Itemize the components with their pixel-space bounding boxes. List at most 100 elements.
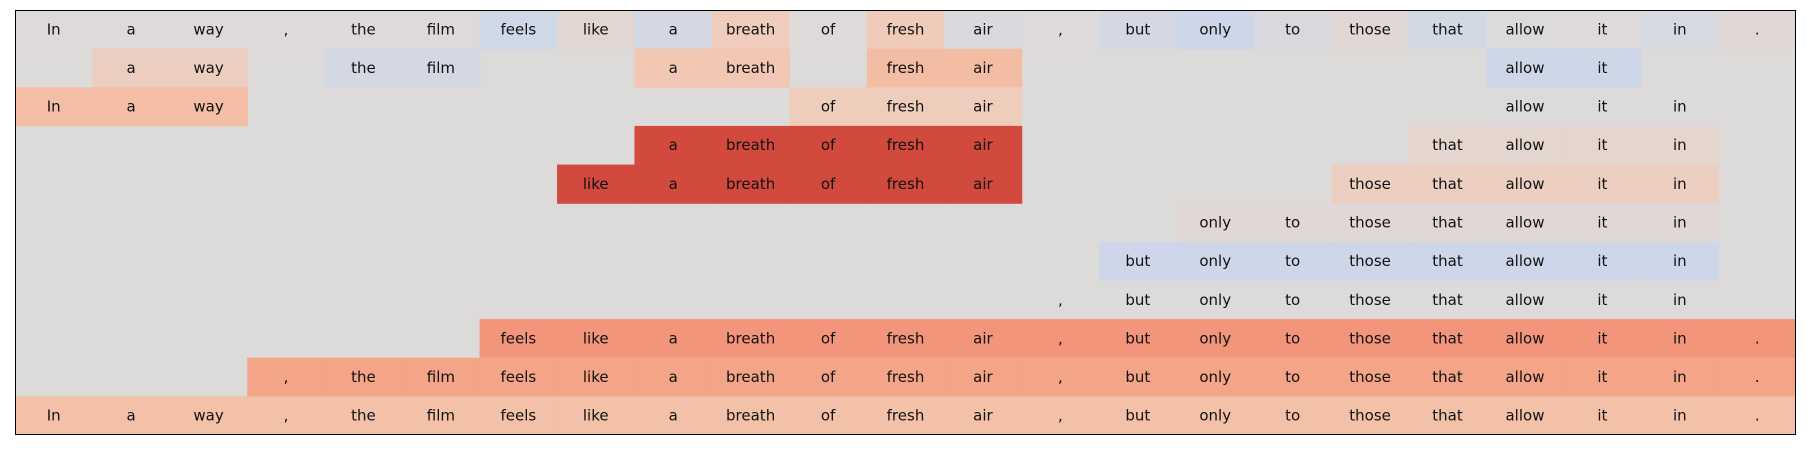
token-label: that <box>1432 252 1463 270</box>
token-label: air <box>973 136 993 154</box>
cell-background <box>402 48 481 88</box>
token-label: to <box>1285 407 1300 425</box>
token-label: film <box>427 407 455 425</box>
token-label: those <box>1349 407 1391 425</box>
cell-background <box>15 10 94 50</box>
cell-background <box>1718 396 1796 435</box>
token-label: it <box>1597 98 1607 116</box>
cell-background <box>92 396 171 435</box>
cell-background <box>557 319 636 359</box>
cell-background <box>1408 396 1487 435</box>
cell-background <box>1408 164 1487 204</box>
cell-background <box>1641 203 1720 243</box>
token-label: those <box>1349 20 1391 38</box>
cell-background <box>1718 319 1796 359</box>
cell-background <box>1718 357 1796 397</box>
cell-background <box>557 357 636 397</box>
cell-background <box>1253 280 1332 320</box>
token-label: the <box>351 407 376 425</box>
cell-background <box>402 396 481 435</box>
token-label: breath <box>726 368 775 386</box>
token-label: In <box>47 20 61 38</box>
cell-background <box>557 396 636 435</box>
token-label: that <box>1432 136 1463 154</box>
cell-background <box>1486 319 1565 359</box>
cell-background <box>15 87 94 127</box>
cell-background <box>92 87 171 127</box>
token-label: it <box>1597 59 1607 77</box>
token-label: only <box>1199 407 1231 425</box>
cell-background <box>1176 319 1255 359</box>
token-label: a <box>669 136 678 154</box>
token-label: of <box>821 368 836 386</box>
token-label: to <box>1285 214 1300 232</box>
cell-background <box>479 319 558 359</box>
token-label: those <box>1349 175 1391 193</box>
token-label: feels <box>500 368 536 386</box>
token-label: of <box>821 329 836 347</box>
cell-background <box>1563 10 1642 50</box>
cell-background <box>944 396 1023 435</box>
token-label: In <box>47 98 61 116</box>
cell-background <box>711 319 790 359</box>
token-label: feels <box>500 329 536 347</box>
token-label: In <box>47 407 61 425</box>
token-label: but <box>1125 329 1150 347</box>
cell-background <box>1176 241 1255 282</box>
cell-background <box>1408 280 1487 320</box>
cell-background <box>944 319 1023 359</box>
cell-background <box>944 87 1023 127</box>
token-label: . <box>1755 407 1760 425</box>
token-label: in <box>1673 407 1687 425</box>
cell-background <box>1253 319 1332 359</box>
token-label: breath <box>726 20 775 38</box>
token-label: that <box>1432 291 1463 309</box>
cell-background <box>1486 241 1565 282</box>
token-label: way <box>193 98 223 116</box>
token-label: but <box>1125 20 1150 38</box>
cell-background <box>169 396 248 435</box>
cell-background <box>247 10 326 50</box>
cell-background <box>866 125 945 166</box>
cell-background <box>1486 280 1565 320</box>
token-label: way <box>193 59 223 77</box>
token-label: that <box>1432 407 1463 425</box>
cell-background <box>324 48 403 88</box>
token-label: allow <box>1505 175 1544 193</box>
token-label: breath <box>726 136 775 154</box>
cell-background <box>1253 357 1332 397</box>
cell-background <box>1641 357 1720 397</box>
token-label: the <box>351 20 376 38</box>
cell-background <box>944 357 1023 397</box>
token-label: film <box>427 59 455 77</box>
cell-background <box>1563 396 1642 435</box>
token-label: air <box>973 59 993 77</box>
token-label: but <box>1125 368 1150 386</box>
cell-background <box>1641 10 1720 50</box>
token-label: , <box>1058 407 1063 425</box>
token-label: , <box>1058 368 1063 386</box>
cell-background <box>1099 357 1178 397</box>
cell-background <box>789 396 868 435</box>
cell-background <box>1641 396 1720 435</box>
cell-background <box>1563 87 1642 127</box>
cell-background <box>1563 164 1642 204</box>
cell-background <box>789 164 868 204</box>
cell-background <box>1099 396 1178 435</box>
cell-background <box>634 10 713 50</box>
token-label: in <box>1673 20 1687 38</box>
token-label: air <box>973 98 993 116</box>
cell-background <box>1176 280 1255 320</box>
token-label: air <box>973 368 993 386</box>
token-label: air <box>973 329 993 347</box>
cell-background <box>1331 396 1410 435</box>
token-label: but <box>1125 407 1150 425</box>
cell-background <box>789 125 868 166</box>
cell-background <box>479 10 558 50</box>
cell-background <box>1408 241 1487 282</box>
cell-background <box>1486 203 1565 243</box>
token-label: but <box>1125 291 1150 309</box>
cell-background <box>1021 280 1100 320</box>
